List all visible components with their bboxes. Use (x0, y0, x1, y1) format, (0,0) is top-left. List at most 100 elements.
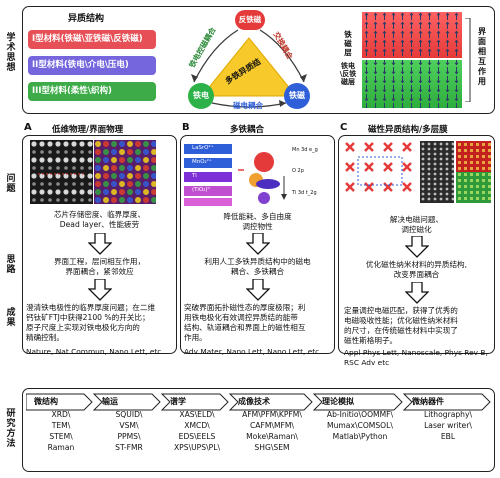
method-spectroscopy: 谱学 XAS\ELD\ XMCD\ EDS\EELS XPS\UPS\PL\ (166, 395, 228, 453)
methods-chevrons (26, 393, 491, 411)
method-devices-item: EBL (440, 432, 456, 441)
method-spectroscopy-item: EDS\EELS (178, 432, 216, 441)
method-simulation-item: Matlab\Python (332, 432, 388, 441)
column-a-journals: Nature, Nat Commun, Nano Lett, etc (26, 347, 162, 356)
method-transport-item: ST-FMR (115, 443, 143, 452)
column-b-journals: Adv Mater, Nano Lett, Nano Lett, etc (184, 347, 320, 356)
column-b-problem-line-1: 降低能耗、多自由度 (223, 212, 292, 221)
column-b-label-o2p: O 2p (292, 168, 304, 174)
column-a-approach-line-2: 界面耦合，紧邻效应 (65, 267, 134, 276)
column-c-tem-image (420, 141, 454, 203)
column-a-achievement: 澄清铁电极性的临界厚度问题；在二维 钙钛矿FTJ中获得2100 %的开关比； 原… (26, 303, 175, 343)
method-simulation-item: Mumax\COMSOL\ (327, 421, 393, 430)
column-b-label-lasro-1: LaSrO²⁺ (192, 145, 214, 151)
column-c-approach-line-1: 优化磁性纳米材料的异质结构, (365, 260, 468, 269)
fe-afm-layer-label: 铁电\反铁磁层 (339, 62, 357, 86)
type-pill-2-label: II型材料 (32, 60, 64, 70)
column-c-title: 磁性异质结构/多层膜 (368, 125, 448, 135)
column-b-arrow-2 (246, 279, 270, 301)
column-c-achievement-line-4: 磁性斯格明子。 (344, 336, 398, 345)
method-microstructure-head: 微结构 (34, 397, 58, 406)
column-a-letter: A (24, 122, 32, 133)
type-pill-3-label: III型材料 (32, 86, 67, 96)
method-microstructure-item: STEM\ (49, 432, 73, 441)
column-b-label-tio2: (TiO₂)⁰ (192, 187, 210, 193)
method-imaging: 成像技术 AFM\PFM\KPFM\ CAFM\MFM\ Moke\Raman\… (234, 395, 310, 453)
multiferroic-triangle (191, 29, 307, 108)
column-b-achievement-line-3: 结构、轨道耦合和界面上的磁性相互 (184, 323, 306, 332)
layers-illustration (362, 12, 462, 108)
side-label-methods: 研究方法 (6, 409, 16, 449)
column-b-problem-line-2: 调控物性 (242, 222, 273, 231)
column-c-approach: 优化磁性纳米材料的异质结构, 改变界面耦合 (342, 260, 491, 280)
column-c-achievement-line-1: 定量调控电磁匹配，获得了优秀的 (344, 306, 458, 315)
method-imaging-item: AFM\PFM\KPFM\ (242, 410, 302, 419)
column-b-label-mn3d: Mn 3d e_g (292, 147, 318, 153)
heterostructure-title: 异质结构 (68, 14, 105, 24)
interface-bracket (465, 18, 471, 102)
node-ferroelectric: 铁电 (188, 83, 214, 109)
side-label-problem: 问题 (6, 174, 16, 194)
method-devices-head: 微纳器件 (412, 397, 444, 406)
column-b-approach-line-2: 耦合、多铁耦合 (230, 267, 285, 276)
type-pill-3-detail: (柔性\织构) (67, 86, 112, 96)
side-label-approach: 思路 (6, 255, 16, 275)
column-b-problem: 降低能耗、多自由度 调控物性 (184, 212, 331, 232)
method-imaging-item: Moke\Raman\ (246, 432, 298, 441)
column-b-arrow-1 (246, 233, 270, 255)
interface-label: 界面相互作用 (478, 27, 486, 86)
method-devices: 微纳器件 Lithography\ Laser writer\ EBL (408, 395, 488, 442)
type-pill-3: III型材料(柔性\织构) (28, 82, 156, 101)
column-c-achievement-line-3: 的尺寸，在传统磁性材料中实现了 (344, 326, 458, 335)
method-imaging-head: 成像技术 (238, 397, 270, 406)
column-c-journals: Appl Phys Lett, Nanoscale, Phys Rev B, R… (344, 348, 488, 367)
method-microstructure: 微结构 XRD\ TEM\ STEM\ Raman (30, 395, 92, 453)
column-a-approach-line-1: 界面工程，层间相互作用， (53, 257, 146, 266)
column-c-arrow-1 (405, 236, 429, 258)
column-a-achievement-line-1: 澄清铁电极性的临界厚度问题；在二维 (26, 303, 156, 312)
column-c-approach-line-2: 改变界面耦合 (393, 270, 440, 279)
method-transport-item: VSM\ (119, 421, 139, 430)
layer-labels: 铁磁层 (336, 30, 360, 57)
column-c-arrow-2 (405, 282, 429, 304)
column-a-stem-image (30, 140, 93, 204)
column-c-achievement-line-2: 电磁吸收性能；优化磁性纳米材料 (344, 316, 458, 325)
method-microstructure-item: TEM\ (51, 421, 71, 430)
method-transport-item: SQUID\ (115, 410, 143, 419)
column-b-title: 多铁耦合 (230, 125, 265, 135)
method-imaging-item: SHG\SEM (254, 443, 290, 452)
column-b-achievement-line-2: 用铁电极化有效调控异质结的能带 (184, 313, 298, 322)
method-spectroscopy-head: 谱学 (170, 397, 186, 406)
column-b-achievement-line-4: 作用。 (184, 333, 207, 342)
column-b-label-mno2-1: MnO₂²⁺ (192, 159, 212, 165)
column-c-map-image (456, 141, 491, 203)
column-a-arrow-2 (88, 279, 112, 301)
method-simulation-item: Ab-Initio\OOMMF\ (326, 410, 394, 419)
method-spectroscopy-item: XMCD\ (184, 421, 210, 430)
method-transport-item: PPMS\ (117, 432, 141, 441)
side-label-achievement: 成果 (6, 308, 16, 328)
column-c-problem-line-1: 解决电磁问题、 (389, 215, 444, 224)
column-c-problem: 解决电磁问题、 调控磁化 (342, 215, 491, 235)
type-pill-1-label: I型材料 (32, 34, 61, 44)
method-transport: 输运 SQUID\ VSM\ PPMS\ ST-FMR (98, 395, 160, 453)
ferro-layer-label: 铁磁层 (344, 30, 352, 57)
column-a-arrow-1 (88, 233, 112, 255)
method-devices-item: Lithography\ (423, 410, 473, 419)
column-a-title: 低维物理/界面物理 (52, 125, 124, 135)
method-spectroscopy-item: XAS\ELD\ (179, 410, 215, 419)
type-pill-1-detail: (铁磁\亚铁磁\反铁磁) (60, 34, 143, 44)
column-b-layer-schematic (184, 144, 287, 206)
method-microstructure-item: Raman (47, 443, 75, 452)
column-a-achievement-line-2: 钙钛矿FTJ中获得2100 %的开关比； (26, 313, 150, 322)
column-a-problem-line-1: 芯片存储密度、临界厚度、 (53, 210, 146, 219)
method-simulation: 理论模拟 Ab-Initio\OOMMF\ Mumax\COMSOL\ Matl… (318, 395, 402, 442)
column-a-problem: 芯片存储密度、临界厚度、 Dead layer、性能疲劳 (26, 210, 173, 230)
column-b-approach: 利用人工多铁异质结构中的磁电 耦合、多铁耦合 (184, 257, 331, 277)
type-pill-2: II型材料(铁电\介电\压电) (28, 56, 156, 75)
column-c-problem-line-2: 调控磁化 (401, 225, 432, 234)
node-ferromagnet: 铁磁 (284, 83, 310, 109)
method-devices-item: Laser writer\ (424, 421, 472, 430)
column-a-approach: 界面工程，层间相互作用， 界面耦合，紧邻效应 (26, 257, 173, 277)
type-pill-1: I型材料(铁磁\亚铁磁\反铁磁) (28, 30, 156, 49)
